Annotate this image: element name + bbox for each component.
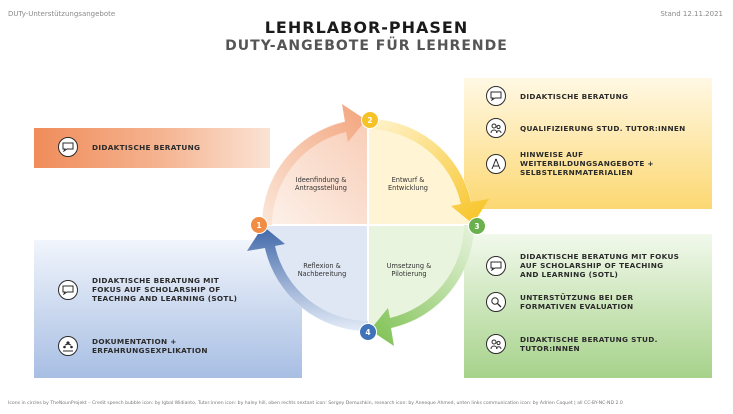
phase-number-1: 1 [250, 216, 268, 234]
phase-label-3: Umsetzung & Pilotierung [386, 262, 432, 278]
offer-phase1-consulting: DIDAKTISCHE BERATUNG [58, 137, 200, 157]
offer-phase2-tutor-qualification: QUALIFIZIERUNG STUD. TUTOR:INNEN [486, 118, 706, 138]
offer-phase3-tutor-consulting: DIDAKTISCHE BERATUNG STUD. TUTOR:INNEN [486, 334, 706, 354]
speech-bubble-icon [58, 279, 78, 300]
arrow-phase3-to-4 [370, 225, 474, 346]
offer-phase4-documentation: DOKUMENTATION + ERFAHRUNGSEXPLIKATION [58, 336, 288, 356]
offer-phase2-further-training: HINWEISE AUF WEITERBILDUNGSANGEBOTE + SE… [486, 150, 706, 177]
speech-bubble-icon [486, 86, 506, 106]
quadrant-ideation [262, 119, 368, 225]
speech-bubble-icon [486, 255, 506, 276]
offer-label: DIDAKTISCHE BERATUNG MIT FOKUS AUF SCHOL… [520, 252, 680, 279]
offer-label: HINWEISE AUF WEITERBILDUNGSANGEBOTE + SE… [520, 150, 654, 177]
phase-label-2: Entwurf & Entwicklung [388, 176, 428, 192]
panel-phase2 [464, 78, 712, 209]
arrow-phase2-to-3 [368, 119, 489, 224]
communication-icon [58, 336, 78, 356]
panel-phase3 [464, 234, 712, 378]
offer-phase2-consulting: DIDAKTISCHE BERATUNG [486, 86, 706, 106]
quadrant-implementation [368, 225, 474, 331]
page-subtitle: DUTY-ANGEBOTE FÜR LEHRENDE [225, 38, 508, 54]
offer-label: QUALIFIZIERUNG STUD. TUTOR:INNEN [520, 123, 686, 133]
tutor-icon [486, 118, 506, 138]
phase-label-4: Reflexion & Nachbereitung [297, 262, 347, 278]
offer-label: DIDAKTISCHE BERATUNG STUD. TUTOR:INNEN [520, 335, 658, 353]
phase-number-2: 2 [361, 111, 379, 129]
phase-number-3: 3 [468, 217, 486, 235]
page-title: LEHRLABOR-PHASEN [264, 18, 469, 37]
offer-phase3-formative-evaluation: UNTERSTÜTZUNG BEI DER FORMATIVEN EVALUAT… [486, 292, 706, 312]
offer-label: DIDAKTISCHE BERATUNG [520, 91, 629, 101]
header-date-text: Stand 12.11.2021 [660, 10, 723, 18]
phase-label-1: Ideenfindung & Antragsstellung [295, 176, 347, 192]
offer-phase3-sotl-consulting: DIDAKTISCHE BERATUNG MIT FOKUS AUF SCHOL… [486, 252, 706, 279]
research-icon [486, 292, 506, 312]
icon-credits: Icons in circles by TheNounProjekt – Cre… [8, 401, 623, 406]
offer-phase4-sotl-consulting: DIDAKTISCHE BERATUNG MIT FOKUS AUF SCHOL… [58, 276, 288, 303]
offer-label: UNTERSTÜTZUNG BEI DER FORMATIVEN EVALUAT… [520, 293, 634, 311]
panel-phase4 [34, 240, 302, 378]
quadrant-reflection [262, 225, 368, 331]
offer-label: DIDAKTISCHE BERATUNG MIT FOKUS AUF SCHOL… [92, 276, 238, 303]
arrow-phase4-to-1 [247, 226, 368, 331]
speech-bubble-icon [58, 137, 78, 157]
quadrant-design [368, 119, 474, 225]
header-left-text: DUTy-Unterstützungsangebote [8, 10, 116, 18]
phase-number-4: 4 [359, 323, 377, 341]
offer-label: DIDAKTISCHE BERATUNG [92, 142, 201, 152]
offer-label: DOKUMENTATION + ERFAHRUNGSEXPLIKATION [92, 337, 208, 355]
tutor-icon [486, 334, 506, 354]
sextant-icon [486, 153, 506, 174]
arrow-phase1-to-2 [262, 104, 366, 225]
